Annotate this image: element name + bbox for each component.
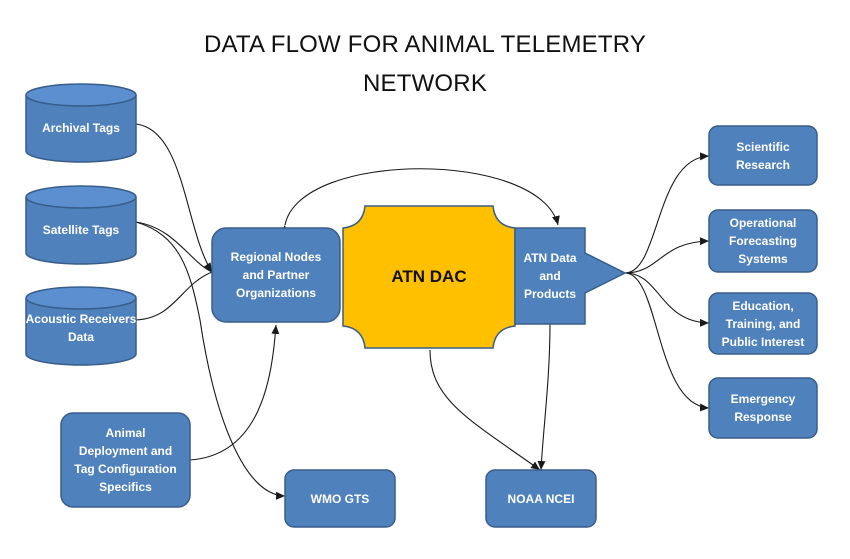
label-scientific-research: Scientific Research bbox=[709, 126, 817, 185]
box-scientific-research bbox=[708, 125, 818, 186]
cylinder-archival-tags bbox=[25, 83, 137, 163]
connector-to-scientific-research bbox=[624, 152, 710, 274]
label-regional-nodes-text: Regional Nodes and Partner Organizations bbox=[230, 250, 322, 300]
label-atn-dac: ATN DAC bbox=[343, 206, 515, 348]
box-emergency-response bbox=[708, 377, 818, 439]
cylinder-satellite-tags bbox=[25, 185, 137, 265]
box-education bbox=[708, 292, 818, 355]
label-atn-data-products-text: ATN Data and Products bbox=[523, 251, 577, 301]
label-operational-forecasting-text: Operational Forecasting Systems bbox=[728, 216, 797, 266]
diagram-title-line-1: DATA FLOW FOR ANIMAL TELEMETRY bbox=[203, 31, 647, 58]
label-noaa-ncei-text: NOAA NCEI bbox=[507, 491, 575, 506]
connector-to-education bbox=[624, 272, 710, 327]
box-wmo-gts bbox=[284, 469, 396, 528]
label-deployment-specifics-text: Animal Deployment and Tag Configuration … bbox=[74, 426, 177, 494]
label-atn-data-products: ATN Data and Products bbox=[515, 228, 585, 324]
label-emergency-response-text: Emergency Response bbox=[730, 392, 796, 424]
label-noaa-ncei: NOAA NCEI bbox=[486, 470, 596, 527]
label-satellite-tags: Satellite Tags bbox=[26, 208, 136, 252]
box-deployment-specifics bbox=[60, 412, 191, 508]
box-operational-forecasting bbox=[708, 209, 818, 273]
label-archival-tags-text: Archival Tags bbox=[42, 121, 120, 135]
box-regional-nodes bbox=[211, 227, 341, 323]
connector-dac-bidirectional bbox=[279, 168, 560, 235]
label-acoustic-receivers-text: Acoustic Receivers Data bbox=[25, 312, 137, 344]
connector-satellite-to-wmo bbox=[135, 221, 286, 500]
connector-to-emergency-response bbox=[624, 272, 710, 412]
label-emergency-response: Emergency Response bbox=[709, 378, 817, 438]
connector-products-to-ncei bbox=[537, 322, 551, 471]
label-scientific-research-text: Scientific Research bbox=[735, 139, 791, 172]
label-wmo-gts-text: WMO GTS bbox=[310, 491, 370, 506]
label-deployment-specifics: Animal Deployment and Tag Configuration … bbox=[61, 413, 190, 507]
shape-atn-data-products bbox=[514, 227, 627, 325]
label-education: Education, Training, and Public Interest bbox=[709, 293, 817, 354]
label-satellite-tags-text: Satellite Tags bbox=[42, 223, 120, 237]
connector-satellite-to-regional bbox=[135, 221, 213, 273]
label-education-text: Education, Training, and Public Interest bbox=[721, 298, 805, 349]
label-atn-dac-text: ATN DAC bbox=[391, 267, 467, 286]
connector-dac-to-ncei bbox=[429, 349, 541, 471]
connector-acoustic-to-regional bbox=[135, 271, 213, 321]
diagram-title-line-2: NETWORK bbox=[362, 70, 488, 97]
cylinder-acoustic-receivers bbox=[25, 286, 137, 366]
connectors bbox=[135, 123, 710, 500]
label-wmo-gts: WMO GTS bbox=[285, 470, 395, 527]
shape-atn-dac bbox=[342, 205, 516, 349]
label-regional-nodes: Regional Nodes and Partner Organizations bbox=[212, 228, 340, 322]
label-archival-tags: Archival Tags bbox=[26, 106, 136, 150]
label-operational-forecasting: Operational Forecasting Systems bbox=[709, 210, 817, 272]
connector-to-operational-forecasting bbox=[624, 237, 710, 274]
label-acoustic-receivers: Acoustic Receivers Data bbox=[22, 306, 140, 350]
connector-deployment-to-regional bbox=[189, 324, 280, 461]
connector-archival-to-regional bbox=[135, 123, 213, 273]
box-noaa-ncei bbox=[485, 469, 597, 528]
